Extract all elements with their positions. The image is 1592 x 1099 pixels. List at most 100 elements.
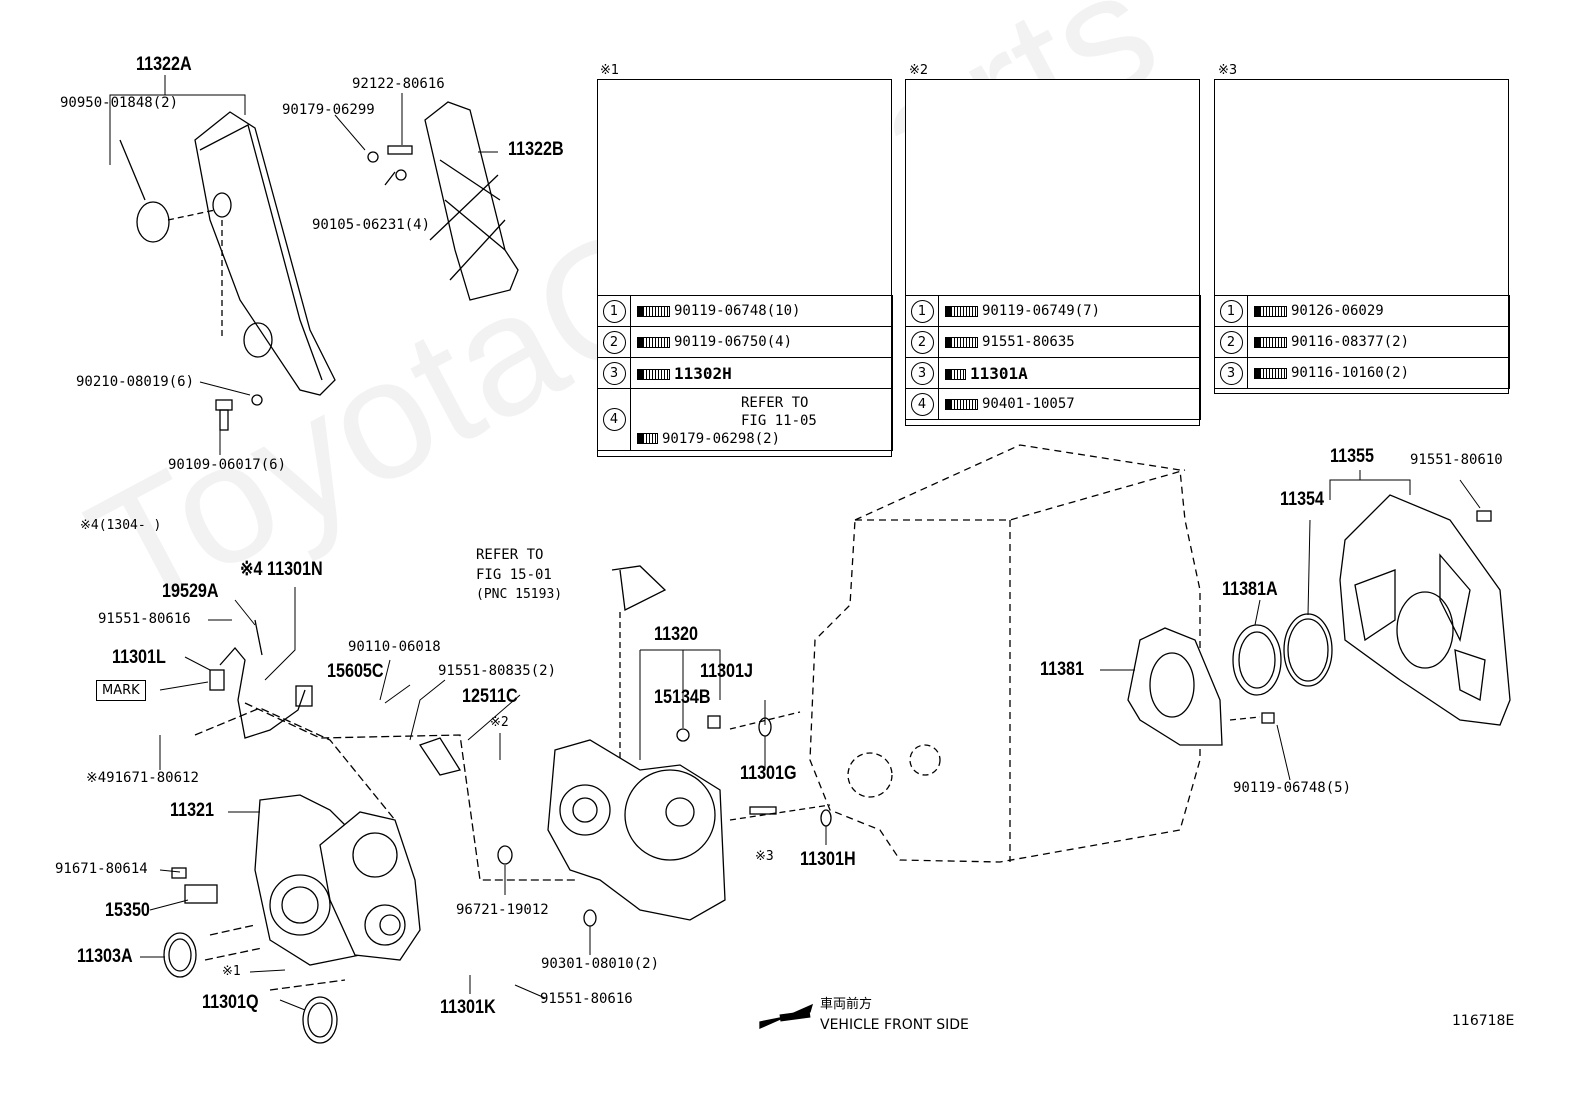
callout-number: 1	[910, 299, 934, 323]
note-ref-3: ※3	[755, 849, 774, 864]
callout-number: 3	[910, 361, 934, 385]
part-label-11301N[interactable]: ※4 11301N	[240, 559, 323, 580]
part-label-11301K[interactable]: 11301K	[440, 997, 496, 1018]
ref-row[interactable]: 2 90119-06750(4)	[597, 326, 893, 358]
ref-row[interactable]: 1 90119-06748(10)	[597, 295, 893, 327]
part-label-90109-06017[interactable]: 90109-06017(6)	[168, 457, 287, 473]
note-ref-1: ※1	[222, 964, 241, 979]
callout-number: 1	[1219, 299, 1243, 323]
refer-note-line2: FIG 11-05	[741, 412, 817, 429]
part-label-11301L[interactable]: 11301L	[112, 647, 166, 668]
part-label-15350[interactable]: 15350	[105, 900, 150, 921]
ref-part-number: 91551-80635	[982, 334, 1075, 350]
refer-to-note-line2: FIG 15-01	[476, 567, 552, 583]
refer-note-line1: REFER TO	[741, 394, 809, 411]
part-label-90301-08010[interactable]: 90301-08010(2)	[541, 956, 660, 972]
part-label-90105-06231[interactable]: 90105-06231(4)	[312, 217, 431, 233]
refer-to-note-line1: REFER TO	[476, 547, 544, 563]
bolt-icon	[637, 305, 670, 317]
part-label-11354[interactable]: 11354	[1280, 489, 1325, 510]
part-label-12511C[interactable]: 12511C	[462, 686, 518, 707]
note-ref-2: ※2	[490, 715, 509, 730]
part-label-91671-80612[interactable]: ※491671-80612	[86, 770, 199, 786]
bolt-icon	[637, 336, 670, 348]
callout-number: 2	[910, 330, 934, 354]
ref-box-1-title: ※1	[600, 63, 620, 78]
part-label-90179-06299[interactable]: 90179-06299	[282, 102, 375, 118]
callout-number: 1	[602, 299, 626, 323]
ref-box-1-table: 1 90119-06748(10) 2 90119-06750(4) 3 11302H…	[597, 295, 893, 451]
callout-number: 4	[910, 392, 934, 416]
bolt-icon	[945, 305, 978, 317]
ref-box-3-table: 1 90126-06029 2 90116-08377(2) 3 90116-1016…	[1214, 295, 1510, 389]
part-label-11381[interactable]: 11381	[1040, 659, 1085, 680]
ref-box-2-table: 1 90119-06749(7) 2 91551-80635 3 11301A 4 90…	[905, 295, 1201, 420]
ref-row[interactable]: 3 11301A	[905, 357, 1201, 389]
bolt-icon	[945, 398, 978, 410]
illustration-code: 116718E	[1452, 1013, 1515, 1029]
ref-row[interactable]: 2 90116-08377(2)	[1214, 326, 1510, 358]
part-label-15605C[interactable]: 15605C	[327, 661, 384, 682]
stud-icon	[637, 369, 670, 380]
ref-row[interactable]: 2 91551-80635	[905, 326, 1201, 358]
ref-part-number: 90119-06748(10)	[674, 303, 801, 319]
part-label-11320[interactable]: 11320	[654, 624, 699, 645]
part-label-11355[interactable]: 11355	[1330, 446, 1375, 467]
ref-part-number: 90126-06029	[1291, 303, 1384, 319]
part-label-96721-19012[interactable]: 96721-19012	[456, 902, 549, 918]
callout-number: 2	[602, 330, 626, 354]
note-4-date-range: ※4(1304- )	[80, 518, 162, 533]
stud-icon	[1254, 367, 1287, 379]
vehicle-front-jp: 車両前方	[820, 997, 873, 1012]
part-label-92122-80616[interactable]: 92122-80616	[352, 76, 445, 92]
mark-box: MARK	[96, 680, 146, 701]
ref-row[interactable]: 1 90126-06029	[1214, 295, 1510, 327]
ref-box-3-title: ※3	[1218, 63, 1238, 78]
part-label-91551-80616-lower[interactable]: 91551-80616	[540, 991, 633, 1007]
part-label-90210-08019[interactable]: 90210-08019(6)	[76, 374, 195, 390]
callout-number: 4	[602, 408, 626, 431]
ref-part-number: 90116-10160(2)	[1291, 365, 1410, 381]
ref-row[interactable]: 1 90119-06749(7)	[905, 295, 1201, 327]
ref-box-2-title: ※2	[909, 63, 929, 78]
part-label-91551-80616-upper[interactable]: 91551-80616	[98, 611, 191, 627]
part-label-91551-80835[interactable]: 91551-80835(2)	[438, 663, 557, 679]
ref-row[interactable]: 3 11302H	[597, 357, 893, 389]
ref-part-number: 90119-06749(7)	[982, 303, 1101, 319]
pin-icon	[945, 369, 966, 380]
part-label-11301G[interactable]: 11301G	[740, 763, 797, 784]
bolt-icon	[945, 336, 978, 348]
ref-part-number: 11301A	[970, 363, 1028, 383]
ref-part-number: 90401-10057	[982, 396, 1075, 412]
callout-number: 3	[1219, 361, 1243, 385]
callout-number: 3	[602, 361, 626, 385]
callout-number: 2	[1219, 330, 1243, 354]
ref-part-number: 90179-06298(2)	[662, 430, 781, 447]
stud-icon	[1254, 336, 1287, 348]
stud-icon	[1254, 305, 1287, 317]
ref-part-number: 11302H	[674, 363, 732, 383]
part-label-90110-06018[interactable]: 90110-06018	[348, 639, 441, 655]
part-label-15134B[interactable]: 15134B	[654, 687, 711, 708]
vehicle-front-en: VEHICLE FRONT SIDE	[820, 1017, 969, 1033]
ref-part-number: 90119-06750(4)	[674, 334, 793, 350]
refer-to-note-line3: (PNC 15193)	[476, 587, 563, 602]
part-label-11381A[interactable]: 11381A	[1222, 579, 1278, 600]
part-label-11322A[interactable]: 11322A	[136, 54, 192, 75]
part-label-11301J[interactable]: 11301J	[700, 661, 754, 682]
part-label-91671-80614[interactable]: 91671-80614	[55, 861, 148, 877]
nut-icon	[637, 433, 658, 444]
part-label-11303A[interactable]: 11303A	[77, 946, 133, 967]
ref-part-number: 90116-08377(2)	[1291, 334, 1410, 350]
part-label-90950-01848[interactable]: 90950-01848(2)	[60, 95, 179, 111]
part-label-11301H[interactable]: 11301H	[800, 849, 856, 870]
part-label-91551-80610[interactable]: 91551-80610	[1410, 452, 1503, 468]
ref-row[interactable]: 3 90116-10160(2)	[1214, 357, 1510, 389]
part-label-90119-06748[interactable]: 90119-06748(5)	[1233, 780, 1352, 796]
part-label-11321[interactable]: 11321	[170, 800, 215, 821]
part-label-19529A[interactable]: 19529A	[162, 581, 219, 602]
part-label-11322B[interactable]: 11322B	[508, 139, 564, 160]
part-label-11301Q[interactable]: 11301Q	[202, 992, 259, 1013]
ref-row[interactable]: 4 90401-10057	[905, 388, 1201, 420]
